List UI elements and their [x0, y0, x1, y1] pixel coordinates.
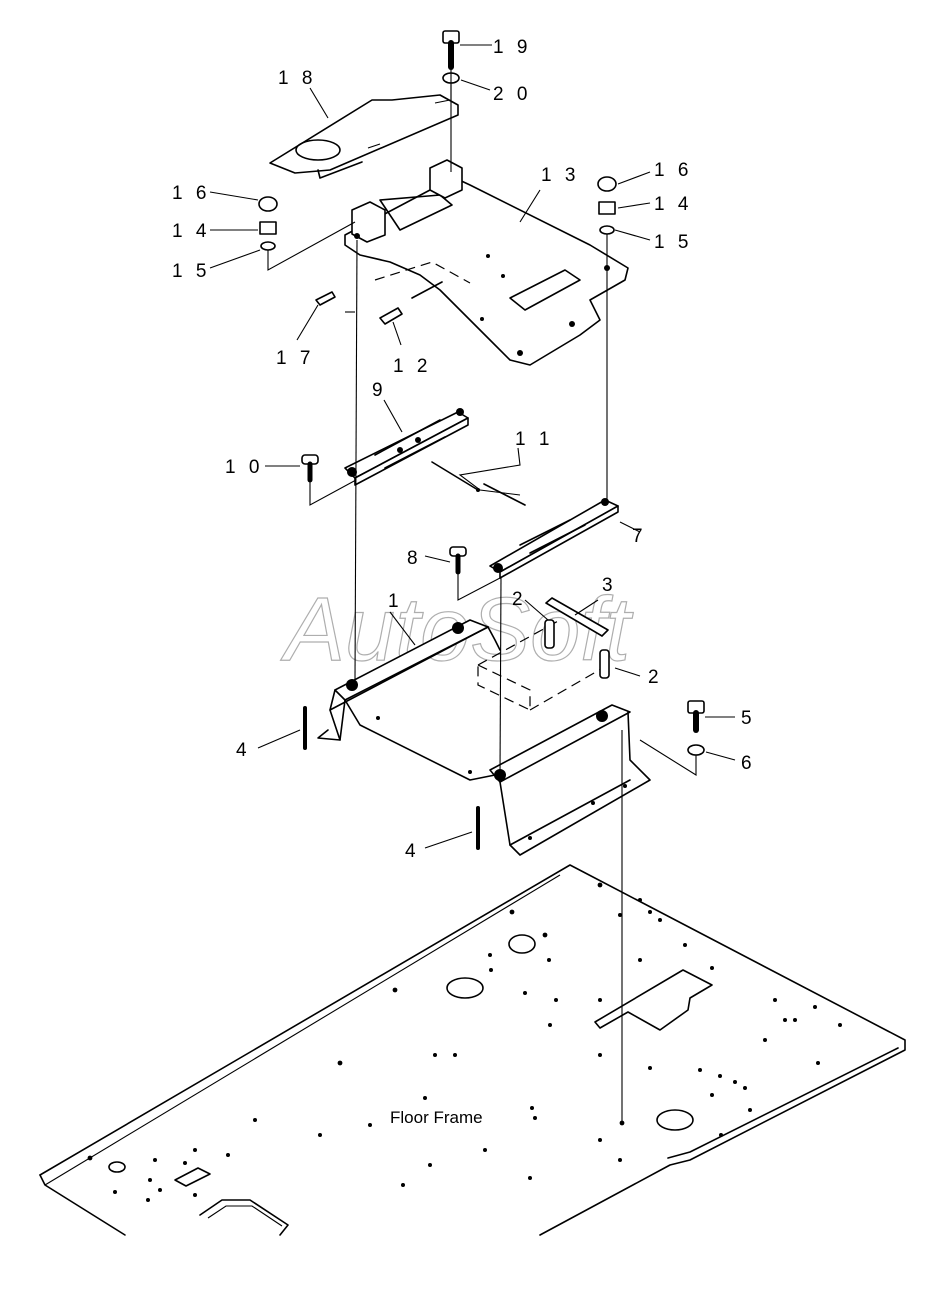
part-9-slide-rail	[344, 408, 469, 486]
label-16-left: 1 6	[172, 183, 210, 204]
part-1-seat-base	[317, 619, 651, 856]
label-19: 1 9	[493, 37, 531, 58]
label-20: 2 0	[493, 84, 531, 105]
label-8: 8	[407, 548, 422, 569]
label-17: 1 7	[276, 348, 314, 369]
label-10: 1 0	[225, 457, 263, 478]
label-13: 1 3	[541, 165, 579, 186]
part-7-slide-rail	[489, 498, 619, 579]
part-labels: 1 9 2 0 1 8 1 3 1 6 1 4 1 5 1 6 1 4 1 5 …	[172, 37, 756, 862]
label-9: 9	[372, 380, 387, 401]
label-11: 1 1	[515, 429, 553, 450]
label-7: 7	[632, 526, 647, 547]
label-14-right: 1 4	[654, 194, 692, 215]
label-18: 1 8	[278, 68, 316, 89]
label-1: 1	[388, 591, 403, 612]
label-3: 3	[602, 575, 617, 596]
label-12: 1 2	[393, 356, 431, 377]
part-3-bar	[545, 597, 609, 637]
floor-frame-label: Floor Frame	[390, 1108, 483, 1127]
label-2-upper: 2	[512, 589, 527, 610]
part-13-top-plate	[344, 159, 629, 366]
label-15-left: 1 5	[172, 261, 210, 282]
floor-frame	[39, 864, 906, 1236]
label-4-lower: 4	[405, 841, 420, 862]
assembly-lines	[209, 44, 736, 1122]
part-12-pin	[379, 307, 403, 325]
bolts-and-nuts	[258, 30, 705, 756]
label-15-right: 1 5	[654, 232, 692, 253]
label-14-left: 1 4	[172, 221, 210, 242]
label-6: 6	[741, 753, 756, 774]
part-4-pins	[303, 706, 480, 850]
label-5: 5	[741, 708, 756, 729]
part-18-bracket-plate	[269, 94, 459, 179]
part-2-spacers	[544, 619, 610, 679]
part-11-cable	[431, 461, 526, 506]
label-4-left: 4	[236, 740, 251, 761]
label-16-right: 1 6	[654, 160, 692, 181]
label-2-lower: 2	[648, 667, 663, 688]
part-17-pin	[315, 281, 443, 306]
